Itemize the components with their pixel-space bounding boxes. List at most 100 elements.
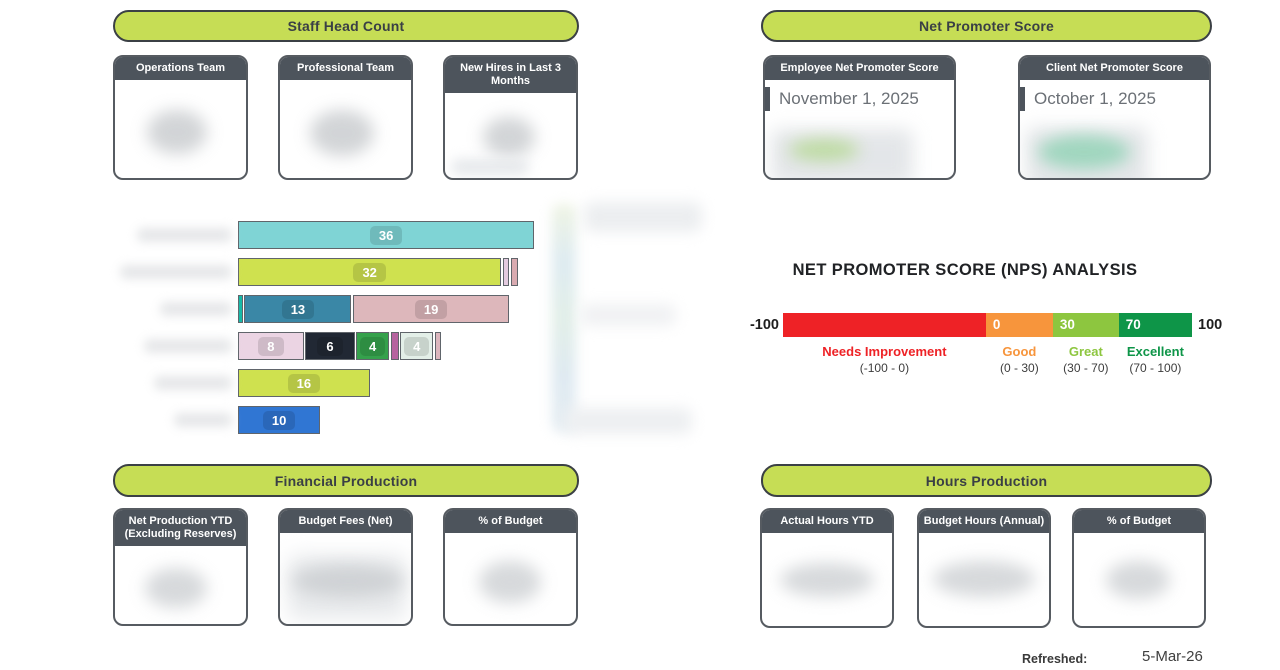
nps-category-name: Needs Improvement: [822, 344, 947, 359]
bar-segment[interactable]: 19: [352, 295, 510, 323]
bar-segment-value-label: 4: [360, 336, 386, 356]
bar-segment-value-label: 36: [369, 225, 403, 245]
nps-category-name: Excellent: [1126, 344, 1184, 359]
nps-category-name: Great: [1068, 344, 1103, 359]
bar-segment[interactable]: 4: [356, 332, 390, 360]
bar-segment[interactable]: 16: [238, 369, 370, 397]
nps-scale-segment: [783, 313, 986, 337]
nps-category-range: (-100 - 0): [859, 361, 910, 375]
nps-category-range: (30 - 70): [1063, 361, 1109, 375]
net-promoter-score-title: Net Promoter Score: [918, 18, 1055, 34]
redacted-legend-text: [584, 202, 702, 232]
employee-nps-date-row: November 1, 2025: [765, 87, 954, 111]
staff-head-count-header: Staff Head Count: [113, 10, 579, 42]
nps-category-range: (0 - 30): [1000, 361, 1039, 375]
bar-segment[interactable]: [238, 295, 243, 323]
nps-analysis-title: NET PROMOTER SCORE (NPS) ANALYSIS: [792, 261, 1138, 279]
bar-segment[interactable]: [390, 332, 399, 360]
nps-category-name: Good: [1002, 344, 1037, 359]
card-employee-nps-title: Employee Net Promoter Score: [765, 57, 954, 80]
card-budget-fees[interactable]: Budget Fees (Net): [278, 508, 413, 626]
bar-segment[interactable]: 32: [238, 258, 502, 286]
nps-scale-caption: Great (30 - 70): [1053, 344, 1119, 376]
bar-segment-value-label: 16: [287, 373, 321, 393]
nps-scale-caption: Needs Improvement (-100 - 0): [783, 344, 986, 376]
net-promoter-score-header: Net Promoter Score: [761, 10, 1212, 42]
redacted-value-blur: [483, 117, 535, 157]
bar-segment-value-label: 13: [281, 299, 315, 319]
bar-segment[interactable]: 4: [400, 332, 434, 360]
financial-production-header: Financial Production: [113, 464, 579, 497]
bar-segment[interactable]: [510, 258, 519, 286]
card-employee-nps-value-area: November 1, 2025: [765, 87, 954, 178]
card-financial-pct-of-budget-title: % of Budget: [445, 510, 576, 533]
bar-row: 32: [238, 258, 534, 286]
card-employee-nps[interactable]: Employee Net Promoter Score November 1, …: [763, 55, 956, 180]
redacted-row-label: [174, 413, 232, 427]
redacted-legend-swatches: [552, 204, 576, 432]
refreshed-date: 5-Mar-26: [1142, 648, 1203, 665]
date-accent-bar: [765, 87, 770, 111]
nps-category-range: (70 - 100): [1129, 361, 1182, 375]
card-client-nps[interactable]: Client Net Promoter Score October 1, 202…: [1018, 55, 1211, 180]
card-budget-hours-annual[interactable]: Budget Hours (Annual): [917, 508, 1051, 628]
bar-segment-value-label: 8: [258, 336, 284, 356]
redacted-value-blur: [292, 565, 404, 597]
redacted-score-blur: [789, 139, 859, 161]
refreshed-label: Refreshed:: [1022, 652, 1088, 666]
nps-scale-min-label: -100: [749, 317, 779, 333]
redacted-row-label: [154, 376, 232, 390]
redacted-row-label: [144, 339, 232, 353]
bar-row: 36: [238, 221, 535, 249]
nps-scale-segment: 30: [1052, 313, 1119, 337]
bar-row: 13 19: [238, 295, 534, 323]
nps-scale-caption: Excellent (70 - 100): [1119, 344, 1192, 376]
redacted-row-label: [137, 228, 232, 242]
card-client-nps-title: Client Net Promoter Score: [1020, 57, 1209, 80]
card-professional-team[interactable]: Professional Team: [278, 55, 413, 180]
redacted-value-blur: [145, 568, 207, 608]
redacted-legend-text: [580, 304, 676, 326]
bar-segment[interactable]: 10: [238, 406, 321, 434]
redacted-value-blur: [933, 561, 1035, 597]
nps-scale-segment: 0: [985, 313, 1053, 337]
bar-segment[interactable]: 6: [305, 332, 355, 360]
date-accent-bar: [1020, 87, 1025, 111]
hours-production-header: Hours Production: [761, 464, 1212, 497]
card-budget-hours-annual-title: Budget Hours (Annual): [919, 510, 1049, 533]
bar-segment[interactable]: 8: [238, 332, 304, 360]
bar-segment[interactable]: 13: [244, 295, 352, 323]
card-operations-team[interactable]: Operations Team: [113, 55, 248, 180]
bar-segment-value-label: 19: [414, 299, 448, 319]
card-net-production-ytd[interactable]: Net Production YTD (Excluding Reserves): [113, 508, 248, 626]
bar-segment[interactable]: [434, 332, 442, 360]
card-new-hires-title: New Hires in Last 3 Months: [445, 57, 576, 93]
card-financial-pct-of-budget[interactable]: % of Budget: [443, 508, 578, 626]
redacted-value-blur: [1106, 561, 1170, 599]
redacted-score-blur: [1038, 135, 1130, 169]
client-nps-date: October 1, 2025: [1034, 89, 1156, 108]
bar-segment[interactable]: [502, 258, 510, 286]
redacted-row-label: [160, 302, 232, 316]
card-net-production-ytd-title: Net Production YTD (Excluding Reserves): [115, 510, 246, 546]
redacted-value-blur: [147, 110, 207, 154]
nps-scale-caption: Good (0 - 30): [986, 344, 1053, 376]
bar-segment[interactable]: 36: [238, 221, 535, 249]
hours-production-title: Hours Production: [925, 472, 1048, 489]
bar-segment-value-label: 10: [262, 410, 296, 430]
bar-row: 10: [238, 406, 534, 434]
redacted-chart-legend: [550, 196, 762, 442]
card-professional-team-title: Professional Team: [280, 57, 411, 80]
bar-segment-value-label: 4: [404, 336, 430, 356]
card-hours-pct-of-budget[interactable]: % of Budget: [1072, 508, 1206, 628]
redacted-value-blur: [310, 110, 374, 156]
card-new-hires[interactable]: New Hires in Last 3 Months: [443, 55, 578, 180]
nps-scale-max-label: 100: [1198, 317, 1223, 333]
nps-scale-segment: 70: [1118, 313, 1192, 337]
bar-segment-value-label: 32: [353, 262, 386, 282]
card-actual-hours-ytd[interactable]: Actual Hours YTD: [760, 508, 894, 628]
